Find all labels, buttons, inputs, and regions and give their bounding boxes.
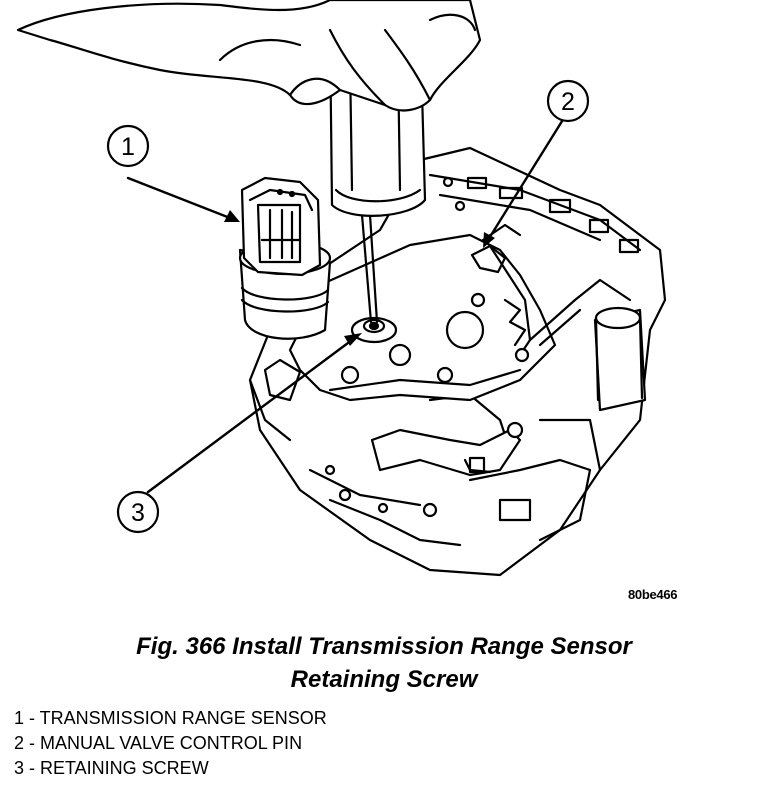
callout-leaders (126, 116, 566, 494)
callout-1 (106, 124, 150, 168)
hand (16, 0, 482, 112)
callout-2 (546, 79, 590, 123)
callout-1-number: 1 (121, 133, 135, 161)
figure-id-code: 80be466 (628, 587, 678, 602)
legend-item-control-pin: 2 - MANUAL VALVE CONTROL PIN (14, 733, 303, 753)
callout-2-number: 2 (561, 88, 575, 116)
figure-caption-line1: Fig. 366 Install Transmission Range Sens… (136, 633, 632, 660)
callout-3 (116, 490, 160, 534)
legend-item-screw: 3 - RETAINING SCREW (14, 758, 209, 778)
transmission-range-sensor (238, 176, 332, 340)
legend-item-sensor: 1 - TRANSMISSION RANGE SENSOR (14, 708, 327, 728)
callout-3-number: 3 (131, 499, 145, 527)
figure-caption-line2: Retaining Screw (290, 666, 478, 693)
legend: 1 - TRANSMISSION RANGE SENSOR 2 - MANUAL… (14, 706, 327, 781)
transmission-illustration: 1 2 3 (16, 0, 667, 577)
detent-plate (288, 223, 632, 402)
retaining-screw (350, 316, 398, 344)
